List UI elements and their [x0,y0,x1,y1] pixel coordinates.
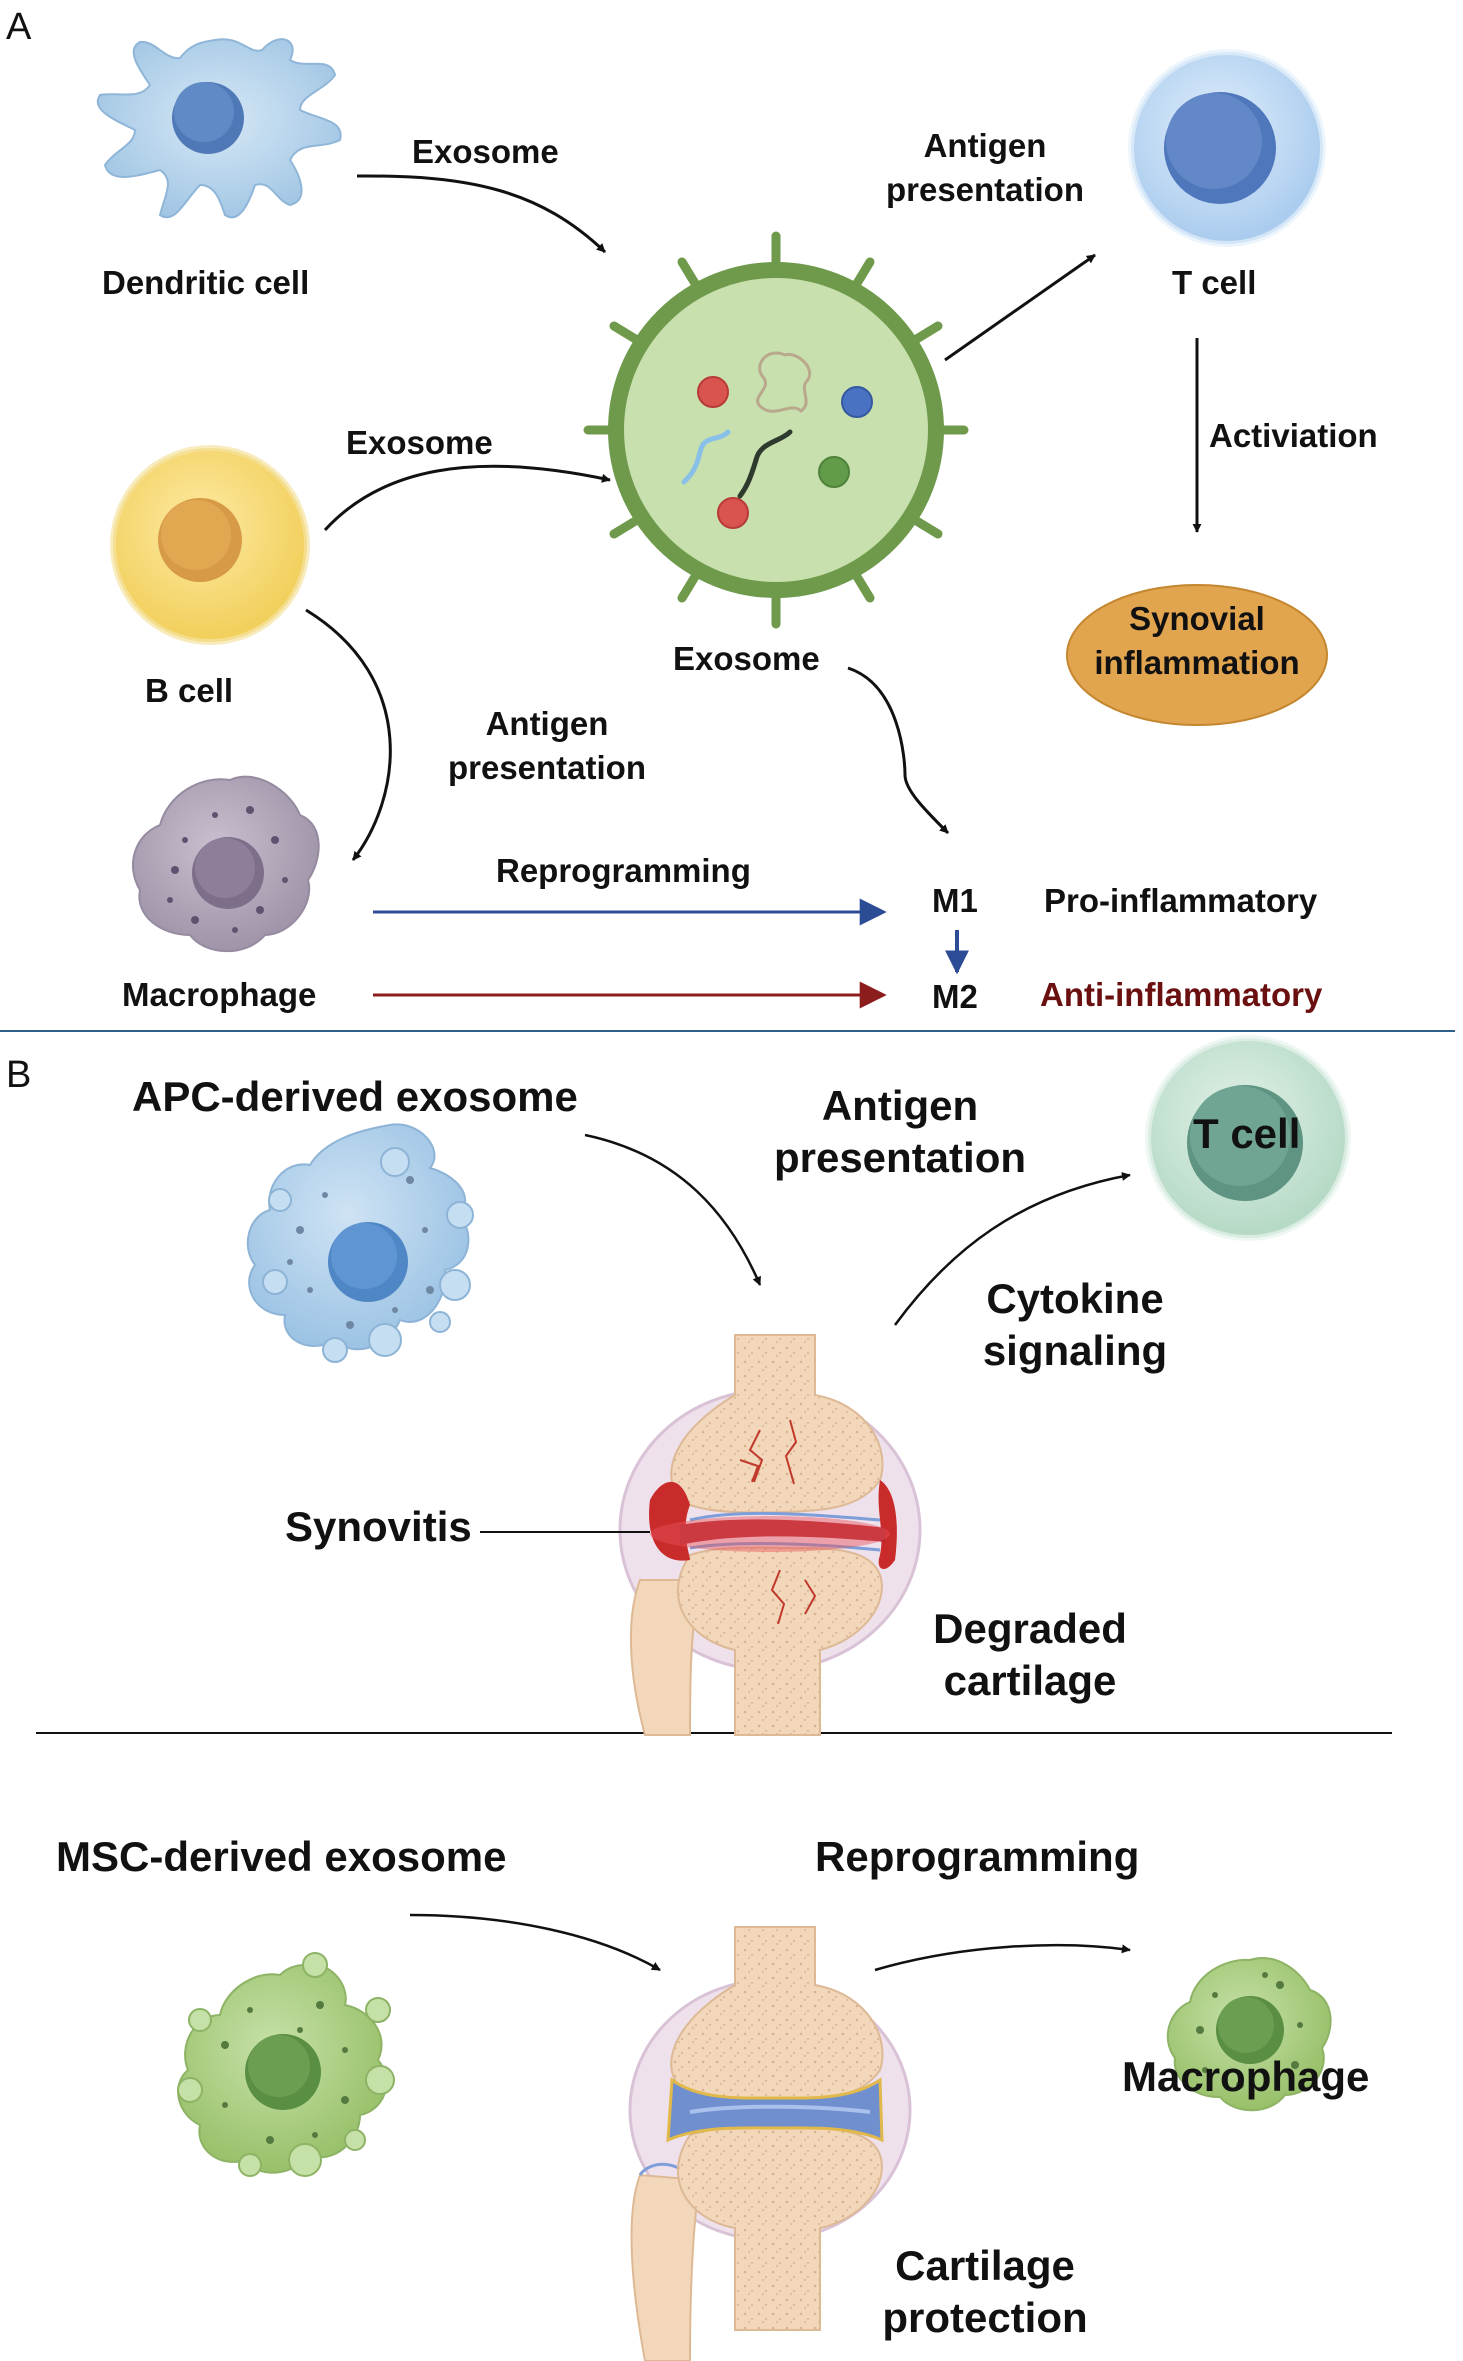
degraded-cartilage-label: Degraded cartilage [905,1603,1155,1707]
pro-inflammatory-label: Pro-inflammatory [1044,882,1318,919]
b-cell-label: B cell [145,672,234,709]
inflamed-knee-icon [618,1334,922,1736]
msc-derived-exosome-label: MSC-derived exosome [56,1833,507,1880]
apc-cell-icon [246,1123,474,1363]
m2-label: M2 [932,978,978,1015]
b-cell-icon [110,445,310,645]
macrophage-label-a: Macrophage [122,976,317,1013]
arrow-bcell-to-macrophage [305,608,392,861]
degraded-line2: cartilage [943,1657,1117,1704]
synovial-line2: inflammation [1094,644,1300,681]
msc-cell-icon [177,1952,395,2177]
panel-a-label: A [6,6,32,48]
antigen-presentation-b-line2: presentation [773,1134,1027,1181]
t-cell-label-a: T cell [1172,264,1257,301]
reprogramming-label-b: Reprogramming [815,1833,1140,1880]
cytokine-signaling-label: Cytokine signaling [950,1273,1200,1377]
arrow-exosome-to-tcell [944,253,1096,362]
macrophage-icon-a [131,775,320,953]
synovial-inflammation-ellipse [1066,584,1328,726]
activation-label: Activiation [1209,417,1378,454]
antigen-presentation-b-line1: Antigen [821,1082,979,1129]
cytokine-line1: Cytokine [986,1275,1164,1322]
m1-label: M1 [932,882,978,919]
healthy-knee-icon [628,1926,912,2361]
arrow-exosome-to-m1 [847,666,950,835]
exosome-label-2: Exosome [346,424,493,461]
cartilage-line2: protection [882,2294,1088,2341]
antigen-presentation-label-a2: Antigen presentation [422,702,672,790]
cytokine-line2: signaling [982,1327,1168,1374]
cartilage-protection-label: Cartilage protection [855,2240,1115,2344]
dendritic-cell-label: Dendritic cell [102,264,310,301]
exosome-icon [583,231,969,629]
t-cell-icon-b [1145,1035,1351,1241]
dendritic-cell-icon [96,38,342,219]
t-cell-icon-a [1128,49,1326,247]
degraded-line1: Degraded [933,1605,1127,1652]
panel-b-label: B [6,1054,32,1096]
t-cell-label-b: T cell [1193,1110,1301,1157]
exosome-label-3: Exosome [673,640,820,677]
antigen-presentation-a1-line2: presentation [885,171,1085,208]
anti-inflammatory-label: Anti-inflammatory [1040,976,1323,1013]
synovitis-label: Synovitis [285,1503,472,1550]
antigen-presentation-label-b: Antigen presentation [760,1080,1040,1184]
macrophage-label-b: Macrophage [1122,2053,1370,2100]
reprogramming-label-a: Reprogramming [496,852,751,889]
antigen-presentation-a1-line1: Antigen [923,127,1047,164]
antigen-presentation-a2-line1: Antigen [485,705,609,742]
arrow-dc-to-exosome [356,174,607,254]
synovial-line1: Synovial [1129,600,1265,637]
apc-derived-exosome-label: APC-derived exosome [132,1073,578,1120]
arrow-knee-to-macrophage [874,1943,1131,1972]
cartilage-line1: Cartilage [895,2242,1075,2289]
antigen-presentation-label-a1: Antigen presentation [860,124,1110,212]
macrophage-icon-b [1166,1957,1332,2112]
arrow-bcell-to-exosome [323,464,611,532]
arrow-knee-to-tcell [893,1172,1131,1326]
exosome-label-1: Exosome [412,133,559,170]
synovial-inflammation-label: Synovial inflammation [1067,597,1327,685]
antigen-presentation-a2-line2: presentation [447,749,647,786]
arrow-msc-to-knee [409,1913,661,1972]
arrow-apc-to-knee [584,1133,762,1286]
